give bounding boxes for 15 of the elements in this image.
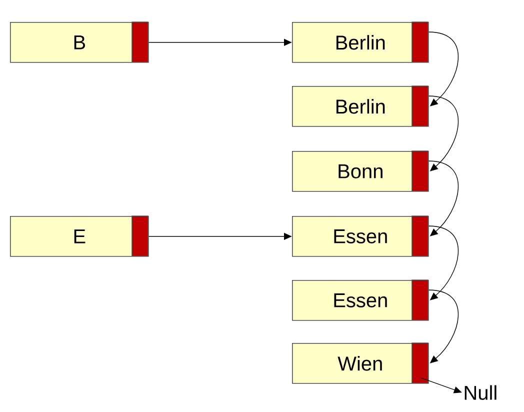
arrow bbox=[428, 96, 459, 172]
list-box: Berlin bbox=[292, 22, 429, 63]
arrow bbox=[428, 226, 459, 300]
list-box: Essen bbox=[292, 216, 429, 257]
null-label: Null bbox=[464, 385, 496, 400]
arrow bbox=[428, 32, 459, 106]
arrow bbox=[428, 160, 459, 236]
list-box: B bbox=[10, 22, 149, 63]
arrow bbox=[428, 290, 459, 364]
list-box: Wien bbox=[292, 342, 429, 384]
arrow bbox=[420, 377, 462, 394]
list-box: E bbox=[10, 216, 149, 257]
list-box: Berlin bbox=[292, 86, 429, 127]
list-box: Bonn bbox=[292, 150, 429, 192]
list-box: Essen bbox=[292, 280, 429, 321]
